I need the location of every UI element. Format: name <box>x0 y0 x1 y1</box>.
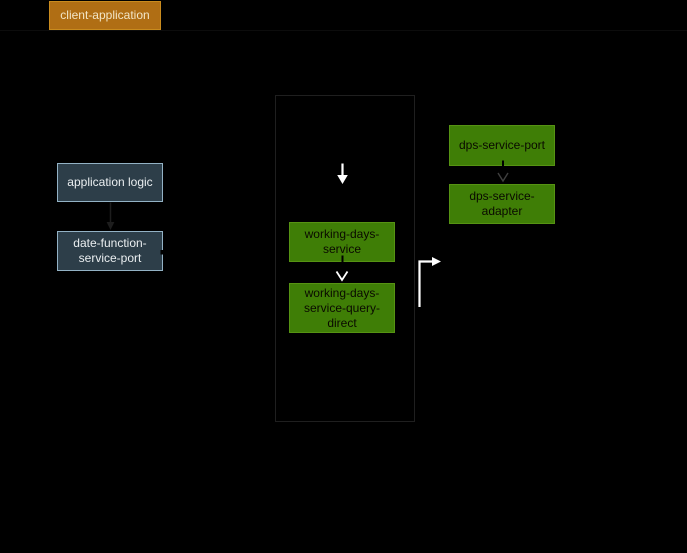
working-days-service-container-node[interactable] <box>275 95 415 422</box>
working-days-service-query-direct-node[interactable]: working-days-service-query-direct <box>289 283 395 333</box>
working-days-service-node[interactable]: working-days-service <box>289 222 395 262</box>
client-application-label: client-application <box>60 8 150 22</box>
working-days-service-query-direct-label: working-days-service-query-direct <box>303 285 381 330</box>
edge-application-logic-to-date-function-service-port[interactable] <box>106 202 115 231</box>
date-function-service-port-label: date-function-service-port <box>73 236 147 265</box>
dps-service-port-node[interactable]: dps-service-port <box>449 125 555 166</box>
date-function-service-port-node[interactable]: date-function-service-port <box>57 231 163 271</box>
canvas-seam-line <box>0 30 687 31</box>
dps-service-adapter-node[interactable]: dps-service-adapter <box>449 184 555 224</box>
edge-dps-service-port-to-dps-service-adapter[interactable] <box>497 172 509 183</box>
application-logic-label: application logic <box>67 175 153 189</box>
dps-service-adapter-label: dps-service-adapter <box>469 189 535 218</box>
client-application-node[interactable]: client-application <box>49 1 161 30</box>
edge-query-direct-elbow-right[interactable] <box>418 257 442 307</box>
working-days-service-label: working-days-service <box>304 227 380 256</box>
dps-service-port-label: dps-service-port <box>458 138 546 152</box>
application-logic-node[interactable]: application logic <box>57 163 163 202</box>
